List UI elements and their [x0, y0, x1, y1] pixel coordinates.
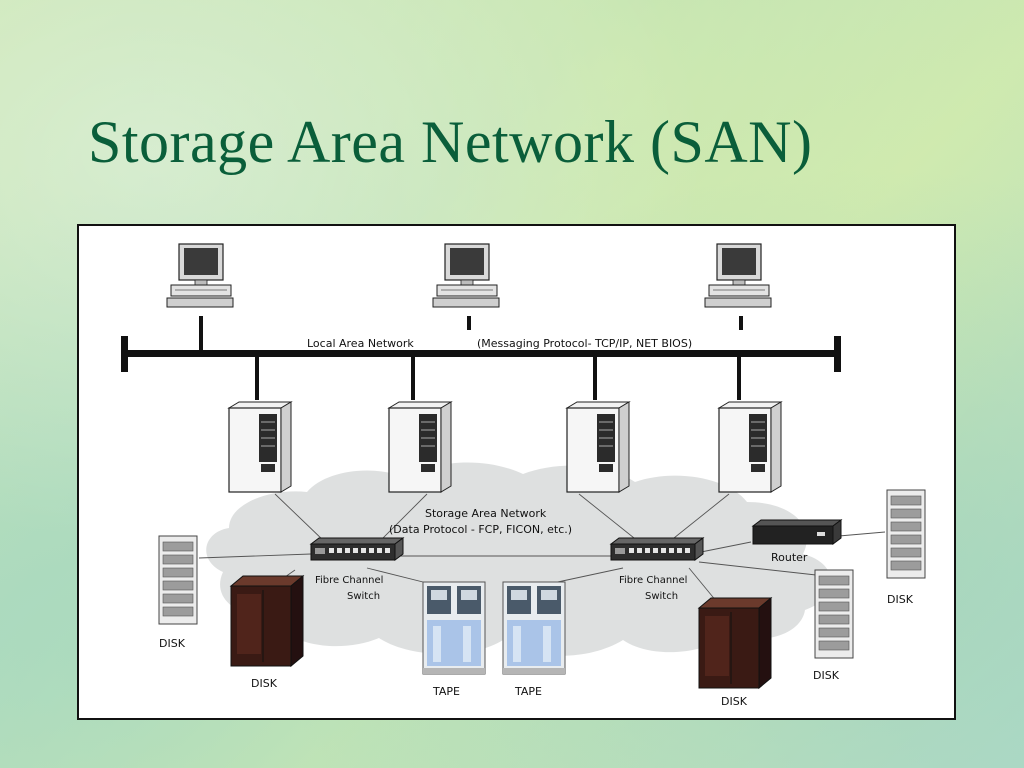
disk-far-left-label: DISK: [159, 637, 185, 650]
tape-1: [422, 581, 486, 675]
router: [751, 519, 843, 545]
lan-label: Local Area Network: [307, 337, 414, 350]
workstation-center: [432, 243, 500, 308]
san-label: Storage Area Network: [425, 507, 547, 520]
switch-right-label-line1: Fibre Channel: [619, 575, 688, 586]
disk-right-label: DISK: [813, 669, 839, 682]
disk-center-right-label: DISK: [721, 695, 747, 708]
server-1: [228, 401, 292, 493]
tape-2-label: TAPE: [515, 685, 542, 698]
workstation-right: [704, 243, 772, 308]
san-cloud: [206, 462, 831, 656]
server-4: [718, 401, 782, 493]
disk-left: [230, 575, 304, 667]
workstation-left: [166, 243, 234, 308]
san-diagram-drawing: [121, 243, 926, 689]
disk-left-label: DISK: [251, 677, 277, 690]
san-diagram: Local Area Network (Messaging Protocol- …: [77, 224, 956, 720]
san-protocol-label: (Data Protocol - FCP, FICON, etc.): [389, 523, 573, 536]
disk-far-left: [158, 535, 198, 625]
lan-protocol-label: (Messaging Protocol- TCP/IP, NET BIOS): [477, 337, 693, 350]
slide-title: Storage Area Network (SAN): [88, 109, 813, 175]
lan-end-cap-left: [121, 336, 128, 372]
disk-far-right-label: DISK: [887, 593, 913, 606]
disk-right: [814, 569, 854, 659]
disk-center-right: [698, 597, 772, 689]
fibre-channel-switch-right: [610, 537, 704, 561]
tape-2: [502, 581, 566, 675]
lan-backbone: [123, 350, 839, 357]
switch-left-label-line1: Fibre Channel: [315, 575, 384, 586]
fibre-channel-switch-left: [310, 537, 404, 561]
server-3: [566, 401, 630, 493]
switch-left-label-line2: Switch: [347, 591, 381, 602]
server-2: [388, 401, 452, 493]
router-label: Router: [771, 551, 808, 564]
tape-1-label: TAPE: [433, 685, 460, 698]
lan-end-cap-right: [834, 336, 841, 372]
disk-far-right: [886, 489, 926, 579]
switch-right-label-line2: Switch: [645, 591, 679, 602]
